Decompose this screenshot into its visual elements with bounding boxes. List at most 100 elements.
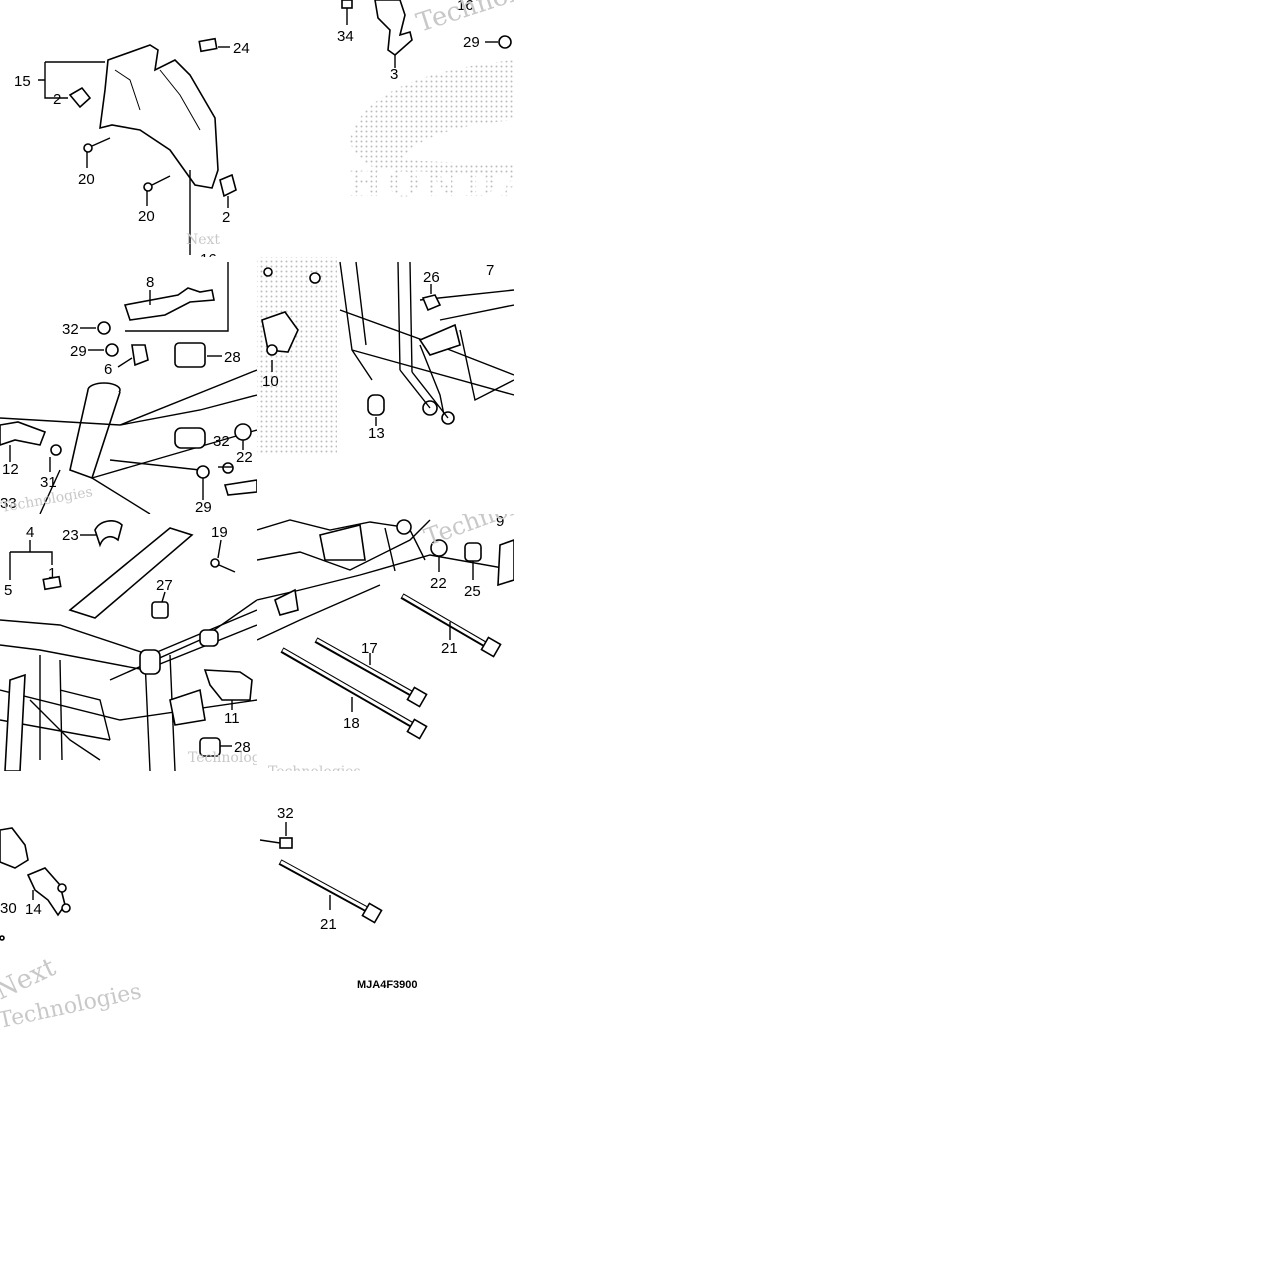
callout-22: 22 xyxy=(430,575,447,592)
watermark-text: Technologies xyxy=(420,471,579,552)
callout-32: 32 xyxy=(277,805,294,822)
watermark-text: Technologies xyxy=(268,764,361,780)
direction-label: FR. xyxy=(285,176,314,202)
callout-30: 30 xyxy=(0,900,17,917)
callout-16: 16 xyxy=(457,0,474,14)
frame-part xyxy=(0,527,257,771)
callout-26: 26 xyxy=(423,269,440,286)
tile-5: 23 4 1 5 19 27 11 28 Technologies xyxy=(0,520,281,771)
bolt-part xyxy=(210,558,220,568)
grommet-part xyxy=(68,86,92,109)
tile-4: 26 7 10 13 xyxy=(257,257,514,454)
key-set-part xyxy=(26,867,66,917)
callout-23: 23 xyxy=(62,527,79,544)
callout-2: 2 xyxy=(53,91,61,108)
callout-14: 14 xyxy=(25,901,42,918)
callout-25: 25 xyxy=(464,583,481,600)
screw-part xyxy=(143,175,171,192)
callout-20: 20 xyxy=(138,208,155,225)
pad-part xyxy=(42,575,62,591)
watermark-text: Technologies xyxy=(413,0,586,39)
tile-7: 30 14 Next Technologies xyxy=(0,827,144,1028)
callout-4: 4 xyxy=(26,524,34,541)
clip-part xyxy=(94,520,123,548)
bracket-part xyxy=(123,287,215,321)
long-bolt-17 xyxy=(314,637,428,708)
nut-part xyxy=(222,462,234,474)
callout-32: 32 xyxy=(213,433,230,450)
callout-28: 28 xyxy=(224,349,241,366)
nut-part xyxy=(259,837,293,849)
callout-18: 18 xyxy=(343,715,360,732)
clamp-part xyxy=(421,294,442,312)
bracket-part xyxy=(261,311,299,353)
callout-16: 16 xyxy=(200,251,217,268)
frame-cover-part xyxy=(99,44,219,189)
callout-21: 21 xyxy=(441,640,458,657)
callout-29: 29 xyxy=(195,499,212,516)
diagram-code: MJA4F3900 xyxy=(357,979,418,991)
long-bolt-21 xyxy=(400,593,502,658)
nut-part xyxy=(234,423,252,441)
frame-part xyxy=(339,261,514,425)
nut-part xyxy=(97,321,111,335)
tile-2: HONDA 34 16 29 3 Technologies xyxy=(337,0,586,205)
head-pipe-part xyxy=(0,369,257,514)
bracket-part xyxy=(374,0,413,57)
bracket-part xyxy=(497,539,514,587)
callout-24: 24 xyxy=(233,40,250,57)
long-bolt-21 xyxy=(278,859,383,924)
callout-7: 7 xyxy=(486,262,494,279)
callout-31: 31 xyxy=(40,474,57,491)
bracket-part xyxy=(0,421,47,446)
watermark-text: Technologies xyxy=(188,750,281,766)
honda-wing-logo xyxy=(350,60,514,175)
callout-34: 34 xyxy=(337,28,354,45)
callout-6: 6 xyxy=(104,361,112,378)
damper-part xyxy=(151,601,169,619)
long-bolt-18 xyxy=(280,647,428,740)
nut-part xyxy=(498,35,512,49)
callout-27: 27 xyxy=(156,577,173,594)
tile-3: 8 32 29 6 28 12 31 32 22 29 33 Technolog… xyxy=(0,262,257,516)
honda-logo-fragment xyxy=(257,257,337,454)
nut-part xyxy=(105,343,119,357)
nut-part xyxy=(196,465,210,479)
callout-8: 8 xyxy=(146,274,154,291)
bolt-part xyxy=(341,0,353,25)
honda-logo-text: HONDA xyxy=(348,163,535,205)
bolt-part xyxy=(50,444,62,456)
callout-33: 33 xyxy=(0,495,17,512)
bracket-part xyxy=(0,827,29,869)
collar-part xyxy=(367,394,385,416)
callout-22: 22 xyxy=(236,449,253,466)
tile-6: 22 25 21 17 18 9 Technologies Technologi… xyxy=(257,471,579,780)
callout-11: 11 xyxy=(224,710,240,727)
callout-28: 28 xyxy=(234,739,251,756)
callout-10: 10 xyxy=(262,373,279,390)
callout-9: 9 xyxy=(496,513,504,530)
screw-part xyxy=(83,137,111,153)
collar-part xyxy=(131,344,149,367)
bracket-part xyxy=(203,669,253,701)
callout-29: 29 xyxy=(70,343,87,360)
callout-1: 1 xyxy=(48,565,56,582)
callout-17: 17 xyxy=(361,640,378,657)
callout-5: 5 xyxy=(4,582,12,599)
damper-part xyxy=(199,737,221,757)
callout-15: 15 xyxy=(14,73,31,90)
callout-2: 2 xyxy=(222,209,230,226)
frame-part xyxy=(257,519,514,641)
callout-32: 32 xyxy=(62,321,79,338)
tile-8: 32 21 MJA4F3900 xyxy=(259,805,418,991)
callout-19: 19 xyxy=(211,524,228,541)
callout-13: 13 xyxy=(368,425,385,442)
callout-3: 3 xyxy=(390,66,398,83)
callout-21: 21 xyxy=(320,916,337,933)
clip-part xyxy=(198,37,218,53)
grommet-part xyxy=(219,173,237,198)
callout-20: 20 xyxy=(78,171,95,188)
front-direction-arrow: FR. xyxy=(262,176,314,221)
tile-1: FR. 15 2 24 20 20 2 16 Next xyxy=(14,37,314,268)
